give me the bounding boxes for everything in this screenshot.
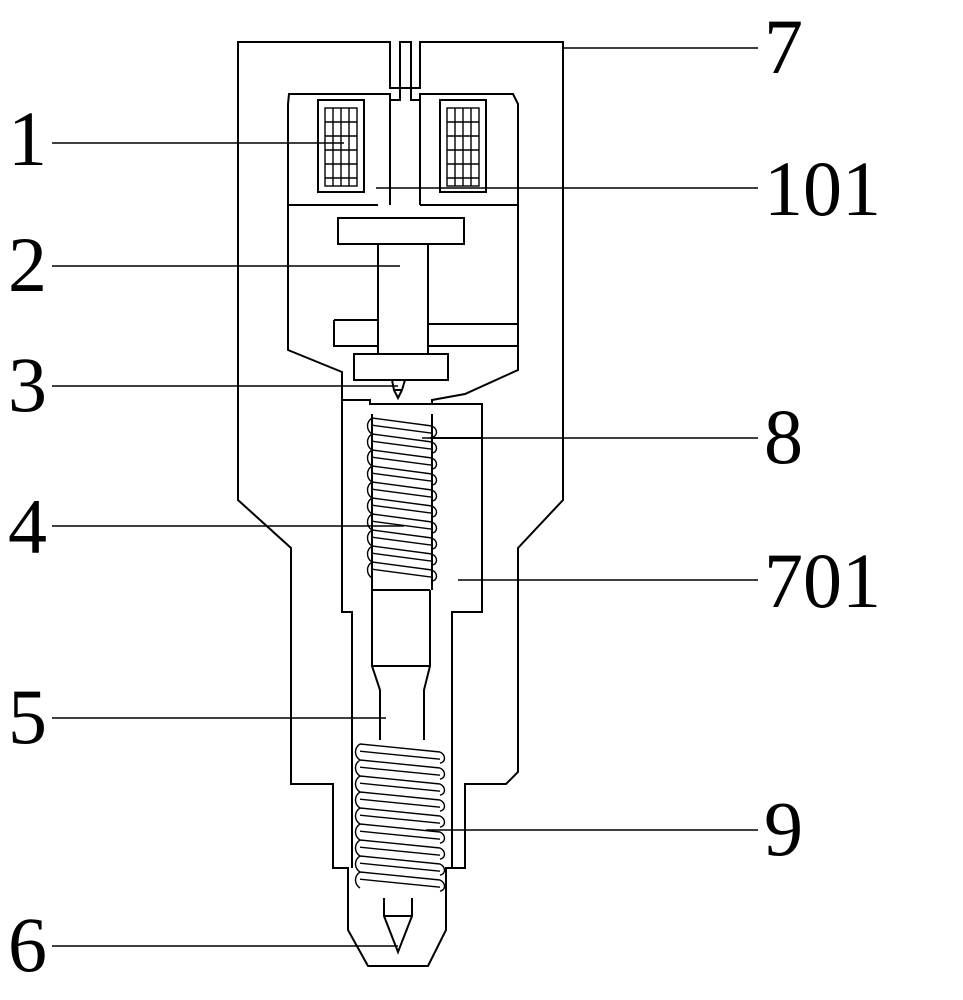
label-6: 6 xyxy=(8,901,47,988)
label-5: 5 xyxy=(8,673,47,760)
lower-spring xyxy=(354,743,446,892)
piston-rod xyxy=(371,589,431,740)
label-4: 4 xyxy=(8,483,47,570)
armature-stem xyxy=(377,243,429,355)
label-3: 3 xyxy=(8,341,47,428)
nozzle-tip xyxy=(383,898,413,955)
label-8: 8 xyxy=(764,393,803,480)
outer-housing xyxy=(237,41,564,967)
needle-tip xyxy=(391,379,406,401)
lower-bore xyxy=(341,400,483,868)
coil-left xyxy=(317,99,365,193)
inner-cavity xyxy=(287,87,519,405)
label-1: 1 xyxy=(8,95,47,182)
label-2: 2 xyxy=(8,221,47,308)
coil-right xyxy=(439,99,487,193)
label-101: 101 xyxy=(764,145,881,232)
label-7: 7 xyxy=(764,3,803,90)
armature-top-plate xyxy=(337,217,465,245)
armature-bottom-plate xyxy=(353,353,449,381)
center-gap xyxy=(389,100,421,205)
upper-spring xyxy=(366,414,438,590)
label-701: 701 xyxy=(764,537,881,624)
guide-plate xyxy=(333,319,518,347)
label-9: 9 xyxy=(764,785,803,872)
